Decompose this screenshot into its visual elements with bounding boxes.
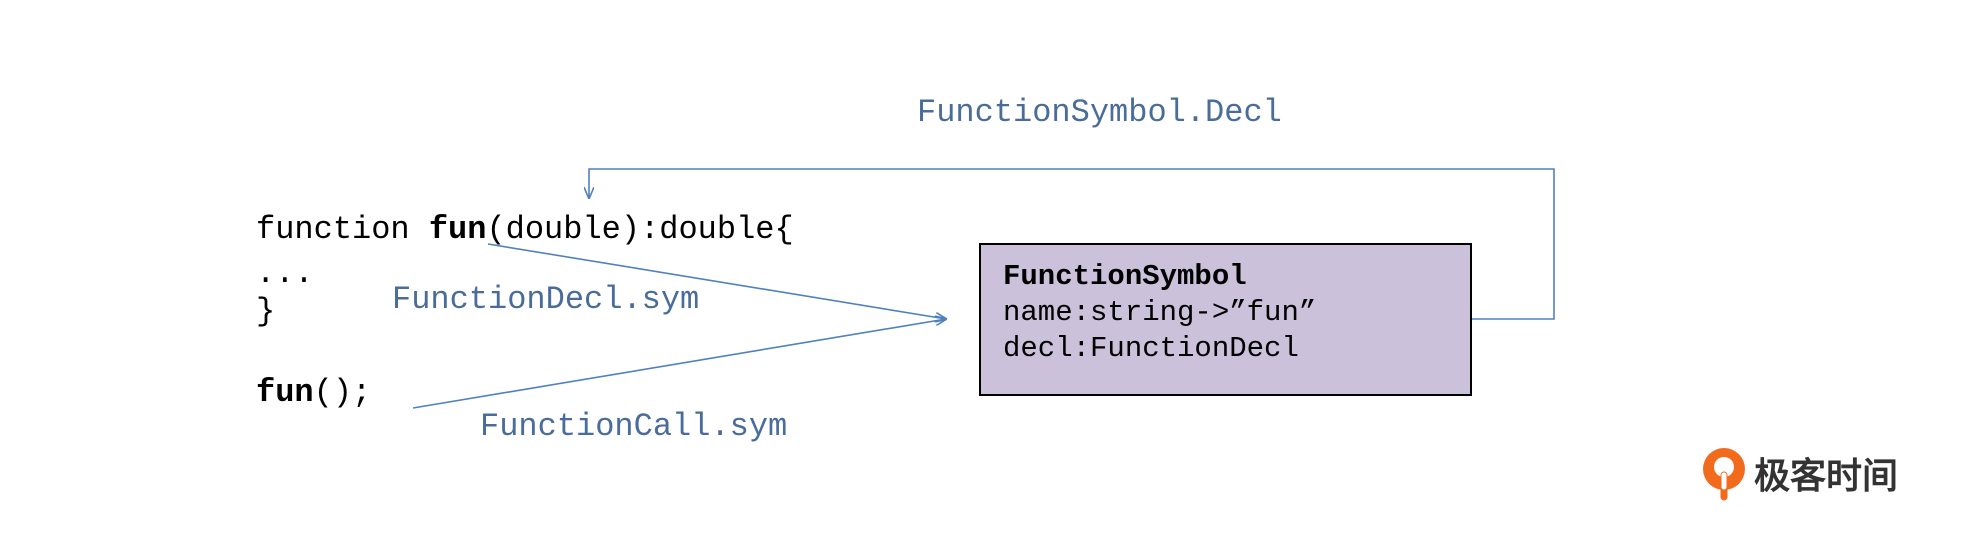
logo-text: 极客时间 [1754,456,1899,497]
function-symbol-box: FunctionSymbol name:string->”fun” decl:F… [979,243,1472,396]
code-line-function-decl: function fun(double):double{ [256,214,794,246]
label-functionsymbol-decl: FunctionSymbol.Decl [917,94,1282,131]
function-signature: (double):double{ [486,211,794,248]
decl-to-symbol-arrow [487,243,946,319]
keyword-function: function [256,211,429,248]
symbol-box-name-field: name:string->”fun” [1003,296,1317,329]
code-line-body: ... [256,255,314,292]
symbol-box-decl-field: decl:FunctionDecl [1003,332,1299,365]
label-functiondecl-sym: FunctionDecl.sym [392,281,700,318]
call-name: fun [256,374,314,411]
code-line-close-brace: } [256,293,276,330]
label-functioncall-sym: FunctionCall.sym [480,408,788,445]
geektime-logo-icon [1703,448,1745,501]
geektime-logo: 极客时间 [1700,445,1898,501]
function-name: fun [428,211,487,248]
code-line-function-call: fun(); [256,377,371,409]
symbol-box-title: FunctionSymbol [1003,260,1247,293]
call-to-symbol-arrow [412,319,946,409]
symbol-to-decl-arrow [589,168,1555,320]
call-parens: (); [313,374,372,411]
